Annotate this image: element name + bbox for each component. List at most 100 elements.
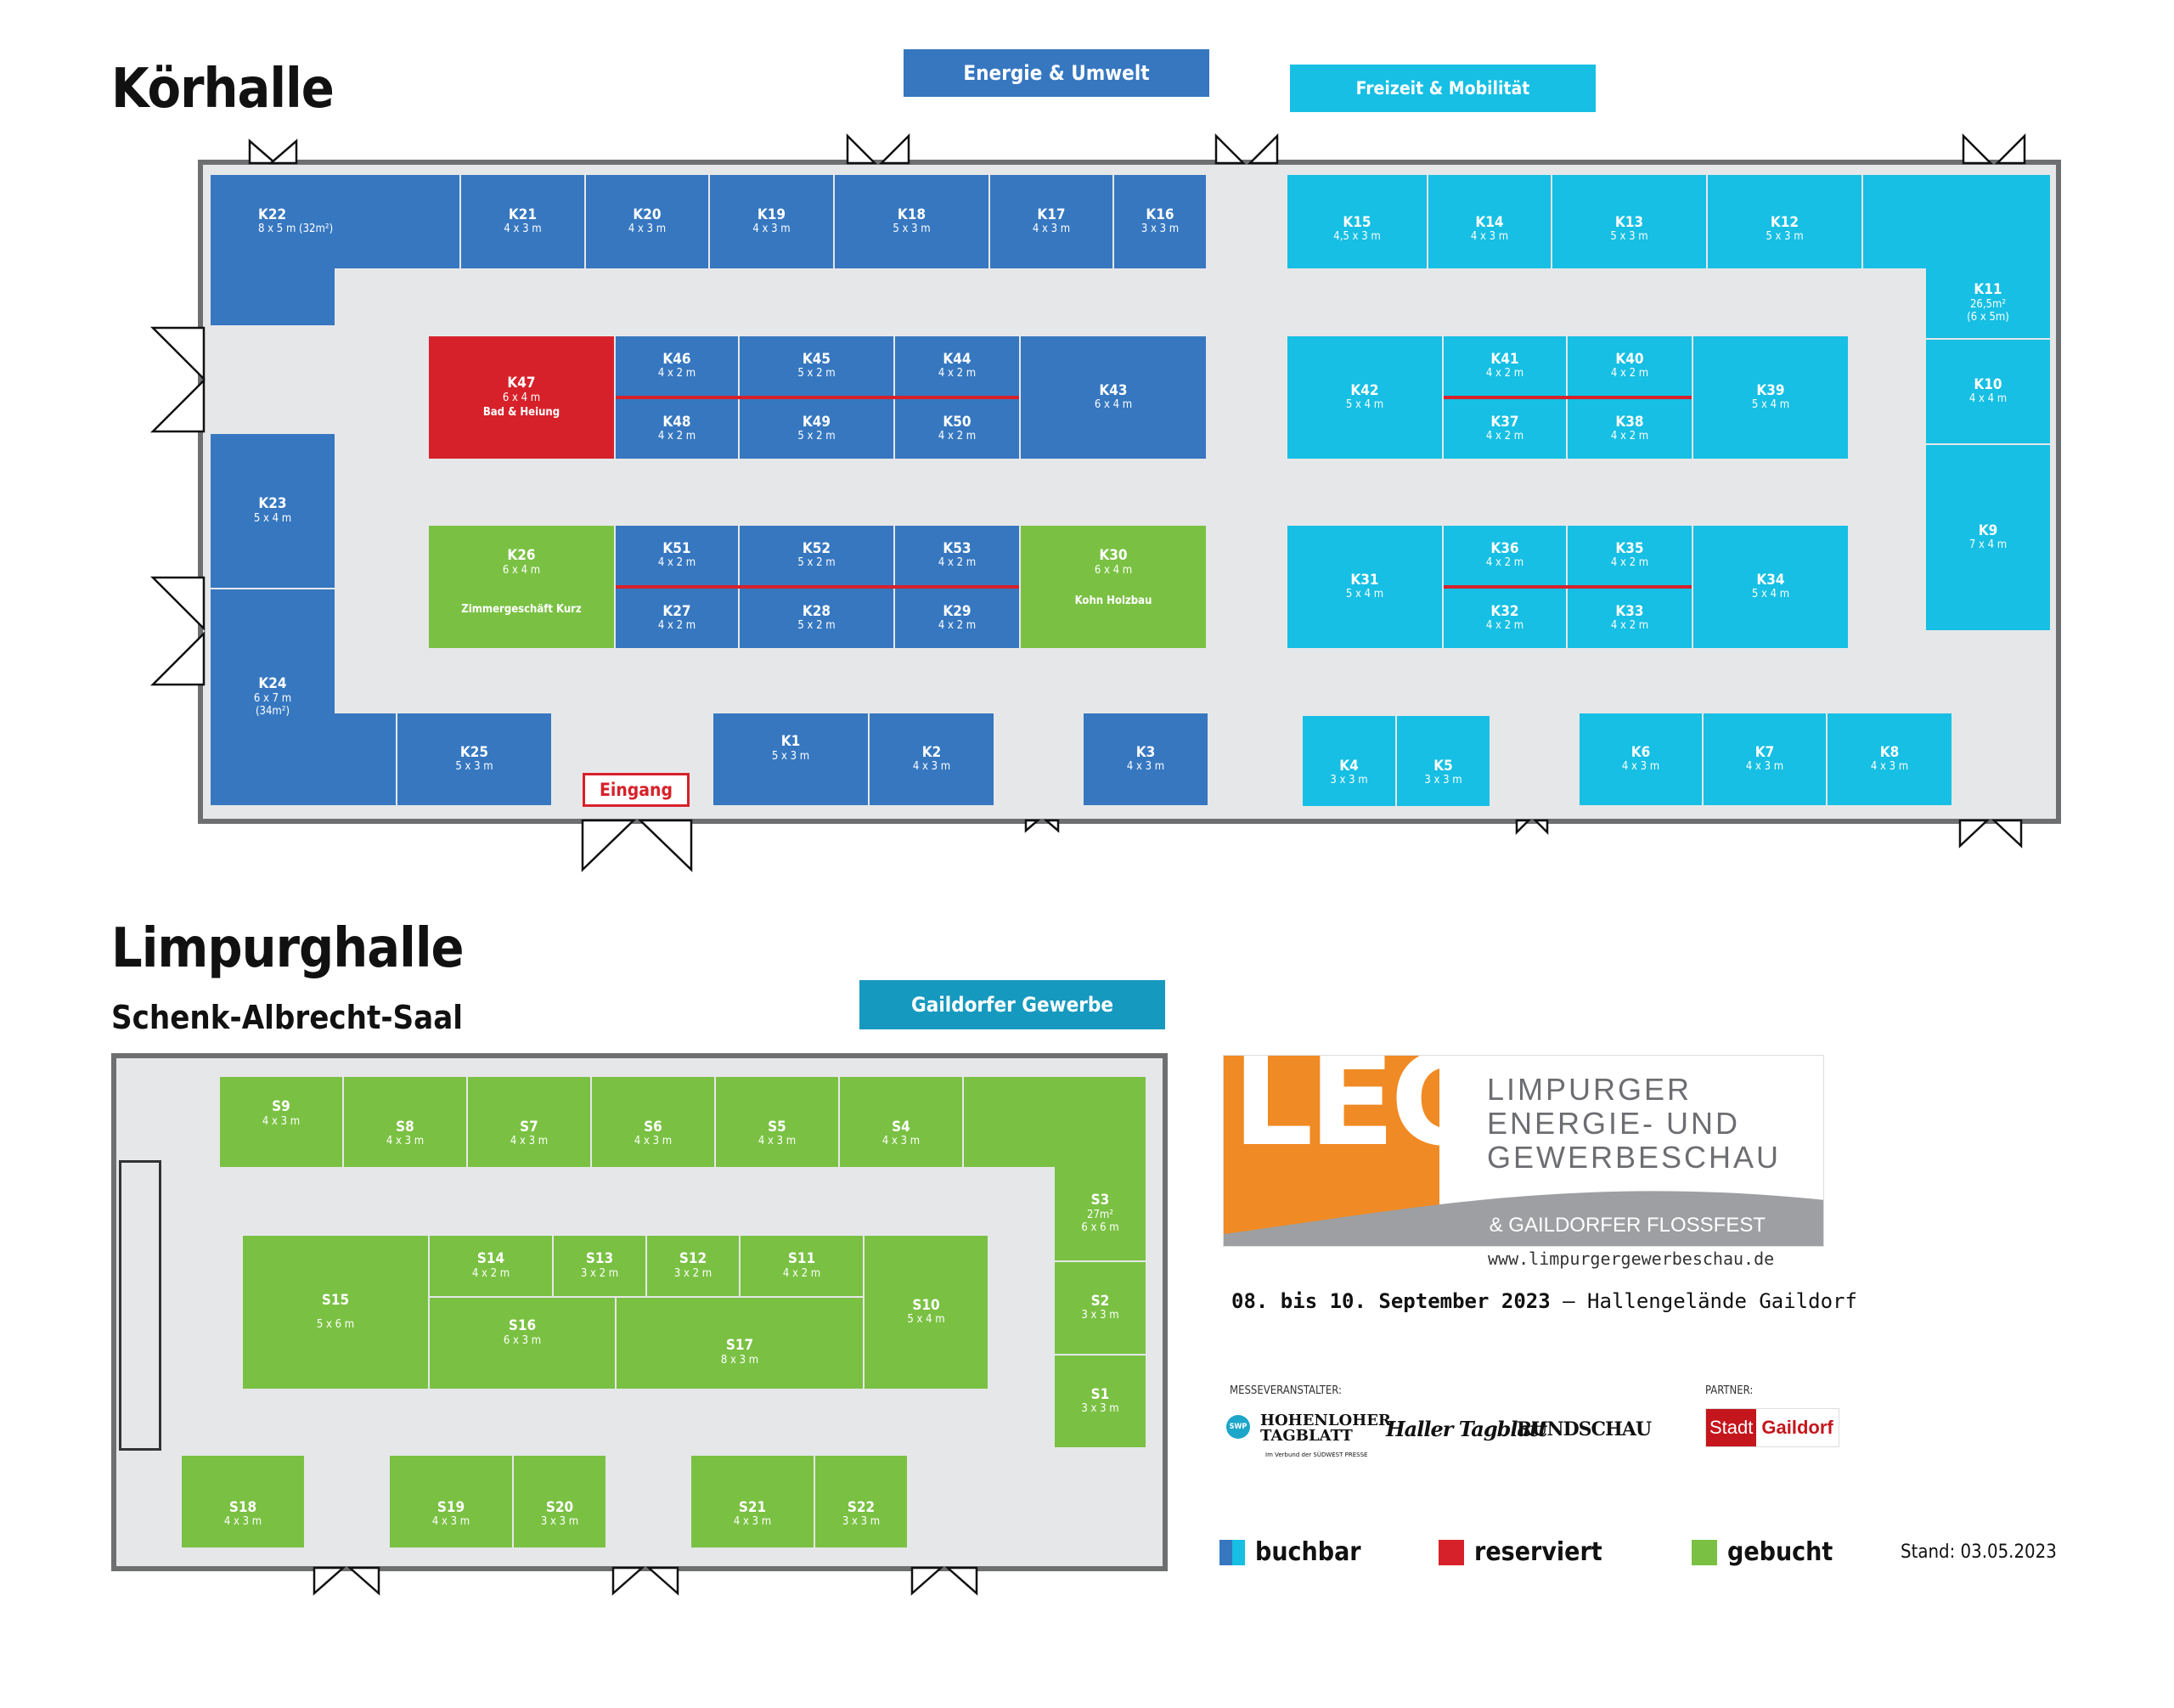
booth-K24[interactable]: K24 6 x 7 m (34m²)	[211, 589, 335, 805]
booth-K38[interactable]: K38 4 x 2 m	[1568, 399, 1692, 459]
booth-K31[interactable]: K31 5 x 4 m	[1287, 526, 1442, 648]
booth-K50[interactable]: K50 4 x 2 m	[895, 399, 1019, 459]
booth-id: S22	[847, 1498, 876, 1516]
booth-K53[interactable]: K53 4 x 2 m	[895, 526, 1019, 585]
booth-id: K1	[780, 733, 801, 750]
booth-K30[interactable]: K30 6 x 4 m Kohn Holzbau	[1021, 526, 1206, 648]
booth-K10[interactable]: K10 4 x 4 m	[1926, 340, 2050, 443]
booth-K12[interactable]: K12 5 x 3 m	[1708, 175, 1861, 268]
booth-K52[interactable]: K52 5 x 2 m	[740, 526, 893, 585]
booth-S20[interactable]: S20 3 x 3 m	[514, 1456, 605, 1547]
booth-K11[interactable]: K11 26,5m² (6 x 5m)	[1926, 268, 2050, 338]
booth-K22-extension[interactable]	[211, 268, 335, 325]
booth-S3-upper[interactable]	[964, 1077, 1146, 1167]
booth-S2[interactable]: S2 3 x 3 m	[1055, 1262, 1146, 1354]
booth-S10[interactable]: S10 5 x 4 m	[865, 1236, 988, 1389]
booth-K42[interactable]: K42 5 x 4 m	[1287, 336, 1442, 459]
booth-S5[interactable]: S5 4 x 3 m	[716, 1077, 838, 1167]
booth-S6[interactable]: S6 4 x 3 m	[592, 1077, 714, 1167]
booth-K5[interactable]: K5 3 x 3 m	[1397, 716, 1490, 806]
booth-S4[interactable]: S4 4 x 3 m	[840, 1077, 962, 1167]
booth-K7[interactable]: K7 4 x 3 m	[1704, 713, 1826, 805]
booth-K27[interactable]: K27 4 x 2 m	[616, 589, 738, 648]
booth-K6[interactable]: K6 4 x 3 m	[1580, 713, 1702, 805]
booth-K35[interactable]: K35 4 x 2 m	[1568, 526, 1692, 585]
booth-K39[interactable]: K39 5 x 4 m	[1693, 336, 1848, 459]
booth-S17[interactable]: S17 8 x 3 m	[617, 1298, 863, 1389]
booth-K29[interactable]: K29 4 x 2 m	[895, 589, 1019, 648]
booth-K34[interactable]: K34 5 x 4 m	[1693, 526, 1848, 648]
booth-id: S3	[1090, 1192, 1110, 1209]
booth-S21[interactable]: S21 4 x 3 m	[691, 1456, 814, 1547]
booth-K46[interactable]: K46 4 x 2 m	[616, 336, 738, 396]
booth-K9[interactable]: K9 7 x 4 m	[1926, 445, 2050, 630]
booth-K15[interactable]: K15 4,5 x 3 m	[1287, 175, 1427, 268]
booth-size: 7 x 4 m	[1968, 538, 2008, 552]
booth-id: K48	[662, 413, 691, 431]
booth-K32[interactable]: K32 4 x 2 m	[1444, 589, 1566, 648]
booth-S15[interactable]: S15 5 x 6 m	[243, 1236, 428, 1389]
booth-S14[interactable]: S14 4 x 2 m	[430, 1236, 552, 1296]
booth-S3[interactable]: S3 27m² 6 x 6 m	[1055, 1167, 1146, 1260]
booth-S11[interactable]: S11 4 x 2 m	[741, 1236, 863, 1296]
booth-K25[interactable]: K25 5 x 3 m	[397, 713, 551, 805]
booth-K16[interactable]: K16 3 x 3 m	[1114, 175, 1206, 268]
booth-K33[interactable]: K33 4 x 2 m	[1568, 589, 1692, 648]
category-energie-umwelt[interactable]: Energie & Umwelt	[904, 49, 1209, 97]
booth-K45[interactable]: K45 5 x 2 m	[740, 336, 893, 396]
booth-K20[interactable]: K20 4 x 3 m	[586, 175, 708, 268]
booth-S7[interactable]: S7 4 x 3 m	[468, 1077, 590, 1167]
booth-K28[interactable]: K28 5 x 2 m	[740, 589, 893, 648]
category-gaildorfer-gewerbe[interactable]: Gaildorfer Gewerbe	[859, 980, 1165, 1029]
booth-K44[interactable]: K44 4 x 2 m	[895, 336, 1019, 396]
booth-S1[interactable]: S1 3 x 3 m	[1055, 1356, 1146, 1447]
booth-K13[interactable]: K13 5 x 3 m	[1552, 175, 1706, 268]
booth-S13[interactable]: S13 3 x 2 m	[554, 1236, 645, 1296]
booth-K48[interactable]: K48 4 x 2 m	[616, 399, 738, 459]
hall-subtitle: Schenk-Albrecht-Saal	[111, 999, 463, 1036]
booth-K26[interactable]: K26 6 x 4 m Zimmergeschäft Kurz	[429, 526, 614, 648]
booth-K22[interactable]: K22 8 x 5 m (32m²)	[211, 175, 459, 268]
booth-S8[interactable]: S8 4 x 3 m	[344, 1077, 466, 1167]
booth-id: K42	[1350, 381, 1379, 399]
booth-size: 3 x 2 m	[673, 1266, 712, 1280]
booth-id: K45	[802, 350, 831, 368]
category-freizeit-mobilitaet[interactable]: Freizeit & Mobilität	[1290, 65, 1596, 112]
booth-K4[interactable]: K4 3 x 3 m	[1303, 716, 1395, 806]
booth-id: S11	[787, 1250, 816, 1268]
booth-K24-extension[interactable]	[335, 713, 396, 805]
booth-K1[interactable]: K1 5 x 3 m	[713, 713, 868, 805]
booth-id: K38	[1615, 413, 1644, 431]
booth-S9[interactable]: S9 4 x 3 m	[220, 1077, 342, 1167]
booth-K18[interactable]: K18 5 x 3 m	[835, 175, 988, 268]
booth-K14[interactable]: K14 4 x 3 m	[1428, 175, 1551, 268]
booth-K40[interactable]: K40 4 x 2 m	[1568, 336, 1692, 396]
booth-K17[interactable]: K17 4 x 3 m	[990, 175, 1112, 268]
booth-K47[interactable]: K47 6 x 4 m Bad & Heiung	[429, 336, 614, 459]
booth-S19[interactable]: S19 4 x 3 m	[390, 1456, 512, 1547]
booth-K41[interactable]: K41 4 x 2 m	[1444, 336, 1566, 396]
booth-id: S2	[1090, 1292, 1110, 1310]
website-url[interactable]: www.limpurgergewerbeschau.de	[1488, 1249, 1775, 1269]
booth-S18[interactable]: S18 4 x 3 m	[182, 1456, 304, 1547]
booth-K51[interactable]: K51 4 x 2 m	[616, 526, 738, 585]
booth-K11-upper[interactable]	[1863, 175, 2050, 268]
booth-K3[interactable]: K3 4 x 3 m	[1084, 713, 1208, 805]
booth-K49[interactable]: K49 5 x 2 m	[740, 399, 893, 459]
booth-size: 4 x 3 m	[912, 760, 951, 774]
legend-reserviert: reserviert	[1439, 1537, 1602, 1567]
booth-K2[interactable]: K2 4 x 3 m	[870, 713, 994, 805]
booth-S22[interactable]: S22 3 x 3 m	[815, 1456, 907, 1547]
booth-K8[interactable]: K8 4 x 3 m	[1828, 713, 1952, 805]
booth-divider-line	[616, 396, 1019, 399]
booth-S12[interactable]: S12 3 x 2 m	[647, 1236, 739, 1296]
booth-K21[interactable]: K21 4 x 3 m	[461, 175, 584, 268]
booth-K37[interactable]: K37 4 x 2 m	[1444, 399, 1566, 459]
booth-K19[interactable]: K19 4 x 3 m	[710, 175, 833, 268]
booth-size: 8 x 5 m (32m²)	[258, 223, 334, 236]
booth-S16[interactable]: S16 6 x 3 m	[430, 1298, 615, 1389]
booth-K43[interactable]: K43 6 x 4 m	[1021, 336, 1206, 459]
booth-K36[interactable]: K36 4 x 2 m	[1444, 526, 1566, 585]
booth-id: S8	[396, 1118, 414, 1136]
booth-K23[interactable]: K23 5 x 4 m	[211, 434, 335, 588]
